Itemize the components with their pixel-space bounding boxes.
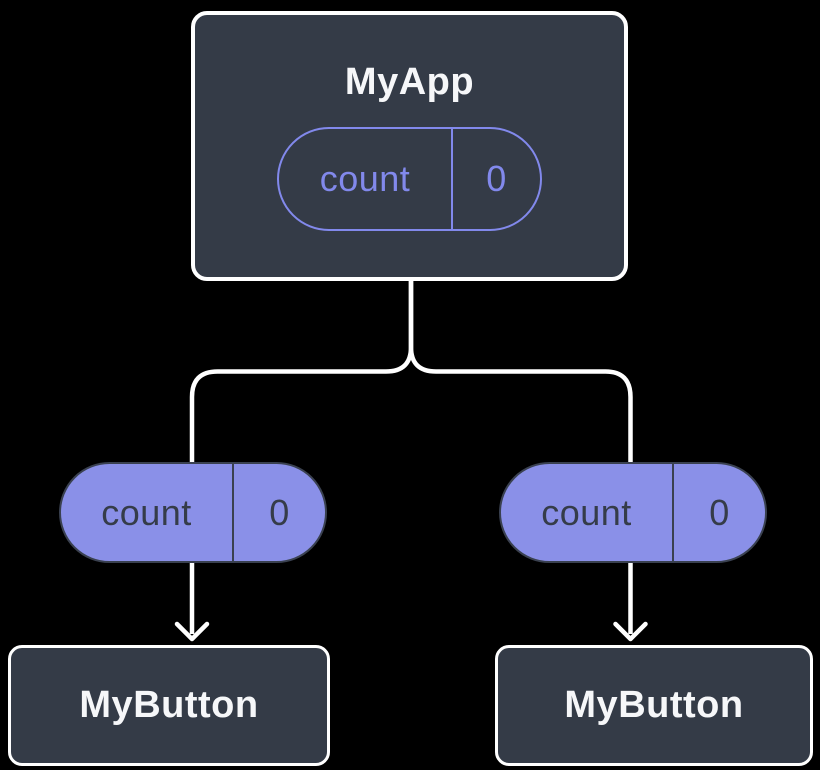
prop-label: count — [501, 464, 674, 561]
child-component-node-right: MyButton — [495, 645, 813, 766]
root-component-node: MyApp count 0 — [191, 11, 628, 281]
child-component-title: MyButton — [79, 683, 259, 726]
arrow-left-head-icon — [174, 621, 210, 642]
root-state-pill: count 0 — [277, 126, 542, 231]
child-component-title: MyButton — [564, 683, 744, 726]
arrow-right-head-icon — [613, 621, 648, 642]
root-component-title: MyApp — [344, 61, 475, 104]
prop-value: 0 — [269, 491, 290, 533]
prop-label: count — [61, 464, 234, 561]
child-component-node-left: MyButton — [8, 645, 330, 766]
state-label: count — [279, 128, 453, 229]
prop-value: 0 — [709, 491, 730, 533]
prop-pill-left: count 0 — [59, 462, 327, 563]
prop-pill-right: count 0 — [499, 462, 767, 563]
branch-line-right — [408, 281, 633, 462]
branch-line-left — [189, 281, 414, 462]
state-value: 0 — [486, 157, 507, 199]
